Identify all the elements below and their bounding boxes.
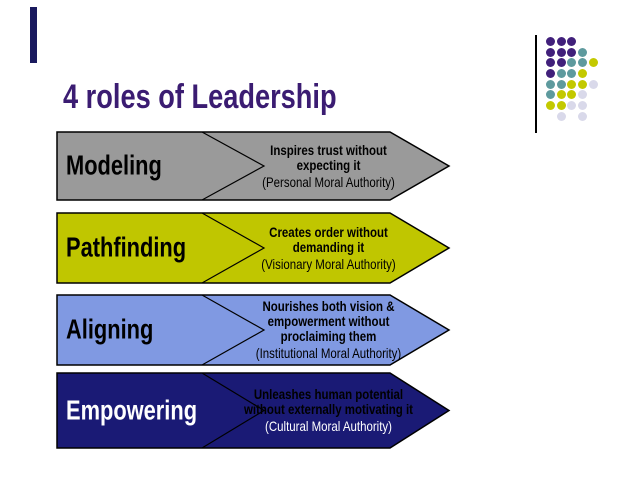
desc-line: without externally motivating it [243, 401, 414, 417]
arrow-shape [56, 131, 451, 201]
dot [567, 100, 577, 110]
arrow-description: Creates order without demanding it (Visi… [228, 212, 429, 284]
dot [556, 111, 566, 121]
dot [556, 90, 566, 100]
dot [546, 58, 555, 68]
arrow-pathfinding: Pathfinding Creates order without demand… [56, 212, 454, 284]
arrow-label: Pathfinding [66, 231, 187, 263]
chevron-line [201, 294, 266, 366]
arrow-aligning: Aligning Nourishes both vision & empower… [56, 294, 454, 366]
arrow-description: Nourishes both vision & empowerment with… [228, 294, 429, 366]
desc-line: proclaiming them [280, 328, 377, 344]
arrow-description: Unleashes human potential without extern… [228, 372, 429, 449]
chevron-line [201, 372, 266, 449]
dot [546, 79, 555, 89]
chevron-line [201, 212, 266, 284]
arrow-label: Aligning [66, 313, 154, 345]
arrow-label: Modeling [66, 149, 162, 181]
dot [578, 100, 588, 110]
arrow-shape [56, 294, 451, 366]
arrow-modeling: Modeling Inspires trust without expectin… [56, 131, 454, 201]
dots-divider-line [535, 35, 537, 133]
desc-line: expecting it [296, 156, 361, 173]
desc-line: demanding it [292, 238, 365, 255]
dot [578, 58, 588, 68]
desc-line: Inspires trust without [270, 141, 387, 158]
dot [556, 79, 566, 89]
page-title: 4 roles of Leadership [63, 78, 337, 116]
dot [546, 90, 555, 100]
dot [546, 68, 555, 78]
arrow-label: Empowering [66, 393, 198, 425]
desc-paren: (Personal Moral Authority) [262, 173, 395, 190]
dot [556, 47, 566, 57]
desc-line: empowerment without [267, 313, 390, 329]
desc-paren: (Cultural Moral Authority) [265, 418, 392, 434]
dot [567, 79, 577, 89]
dot [578, 90, 588, 100]
arrow-shape [56, 372, 451, 449]
dot [578, 47, 588, 57]
dot [578, 79, 588, 89]
dot [567, 68, 577, 78]
arrow-shape [56, 212, 451, 284]
dot [556, 68, 566, 78]
desc-line: Creates order without [269, 223, 388, 240]
dot [556, 37, 566, 46]
dot [578, 68, 588, 78]
dot [567, 47, 577, 57]
dot [556, 100, 566, 110]
dot [546, 100, 555, 110]
dot [578, 111, 588, 121]
dot [588, 58, 598, 68]
desc-line: Nourishes both vision & [262, 298, 395, 314]
dot [567, 90, 577, 100]
dots-decoration [546, 37, 606, 127]
arrow-empowering: Empowering Unleashes human potential wit… [56, 372, 454, 449]
chevron-line [201, 131, 266, 201]
dot [546, 37, 555, 46]
dot [556, 58, 566, 68]
dot [588, 79, 598, 89]
dot [546, 47, 555, 57]
caret-bar [30, 7, 37, 63]
dot [567, 37, 577, 46]
desc-paren: (Institutional Moral Authority) [255, 345, 402, 361]
desc-line: Unleashes human potential [253, 386, 404, 402]
arrow-description: Inspires trust without expecting it (Per… [228, 131, 429, 201]
desc-paren: (Visionary Moral Authority) [261, 255, 396, 272]
dot [567, 58, 577, 68]
